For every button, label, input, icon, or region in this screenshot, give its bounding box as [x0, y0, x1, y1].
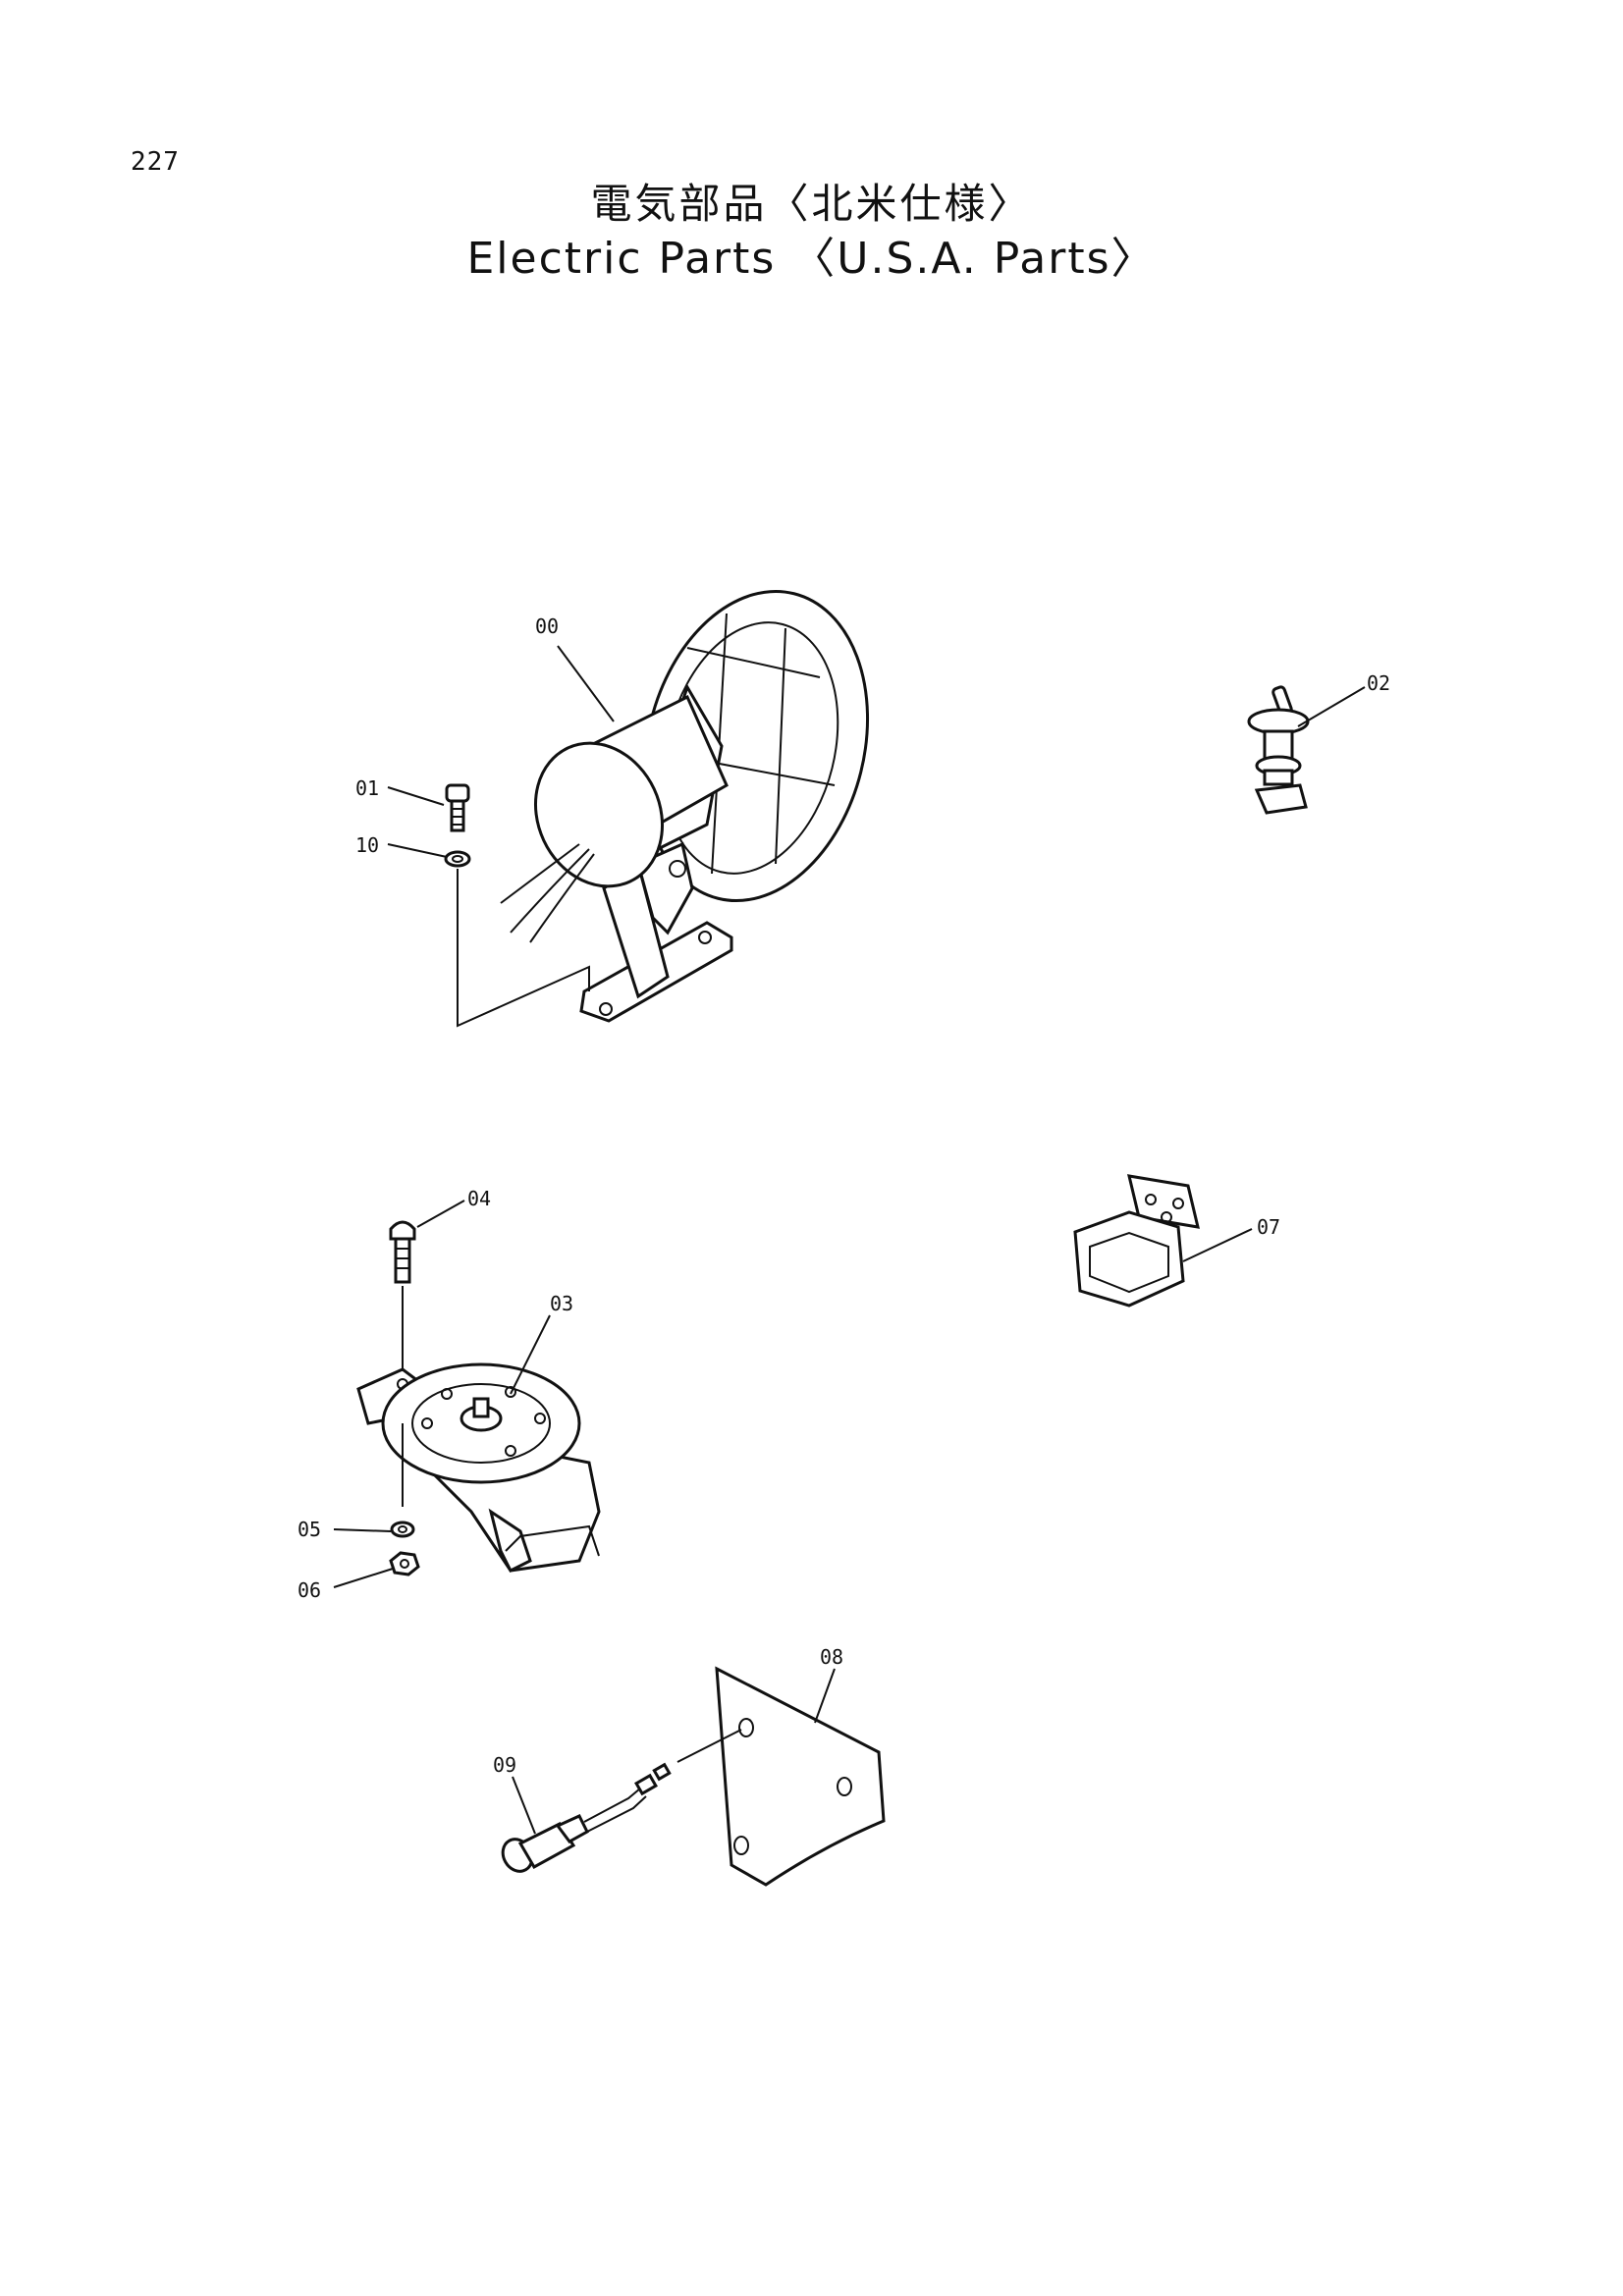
part-03-horn	[356, 1362, 601, 1574]
part-08-mounting-plate	[715, 1666, 886, 1887]
svg-text:09: 09	[493, 1753, 516, 1777]
part-01-screw	[445, 783, 470, 832]
svg-text:01: 01	[355, 776, 379, 800]
assembly-line	[676, 1729, 742, 1763]
assembly-line	[457, 869, 590, 1028]
part-10-washer	[444, 850, 471, 868]
svg-text:04: 04	[467, 1187, 491, 1210]
page-number: 227	[131, 147, 180, 177]
callout-08: 08	[814, 1645, 843, 1724]
callout-05: 05	[298, 1518, 392, 1541]
svg-text:05: 05	[298, 1518, 321, 1541]
svg-text:07: 07	[1257, 1215, 1280, 1239]
svg-text:02: 02	[1367, 671, 1390, 695]
callout-03: 03	[510, 1292, 573, 1395]
callout-10: 10	[355, 833, 448, 858]
title-japanese: 電気部品〈北米仕様〉	[590, 180, 1033, 228]
svg-text:08: 08	[820, 1645, 843, 1669]
part-09-wired-sensor	[501, 1762, 672, 1873]
svg-text:03: 03	[550, 1292, 573, 1315]
page-title: 電気部品〈北米仕様〉 Electric Parts 〈U.S.A. Parts〉	[0, 177, 1623, 287]
svg-text:00: 00	[535, 614, 559, 638]
svg-text:10: 10	[355, 833, 379, 857]
part-00-work-light	[500, 589, 870, 1023]
callout-00: 00	[535, 614, 615, 722]
part-05-washer	[390, 1521, 415, 1538]
callout-04: 04	[416, 1187, 491, 1228]
part-02-toggle-switch	[1247, 685, 1310, 815]
part-06-nut	[389, 1551, 420, 1576]
callout-09: 09	[493, 1753, 536, 1835]
part-07-connector	[1073, 1174, 1200, 1308]
callout-06: 06	[298, 1568, 394, 1602]
title-english: Electric Parts 〈U.S.A. Parts〉	[466, 234, 1157, 284]
callout-02: 02	[1297, 671, 1390, 727]
svg-text:06: 06	[298, 1578, 321, 1602]
callout-07: 07	[1182, 1215, 1280, 1262]
part-04-bolt	[389, 1220, 416, 1284]
callout-01: 01	[355, 776, 445, 806]
